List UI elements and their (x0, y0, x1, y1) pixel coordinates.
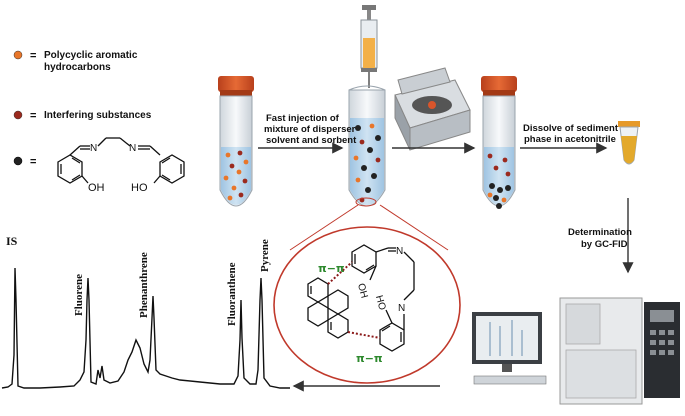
sorbent-oh-left: OH (88, 182, 105, 194)
tube-1 (218, 76, 254, 207)
pah-dot (13, 50, 23, 60)
injection-text-1: Fast injection of (266, 113, 340, 124)
legend-eq-1: = (30, 50, 36, 62)
keyboard (473, 375, 547, 385)
interaction-n1: N (396, 246, 403, 257)
tube-1-particles (223, 150, 249, 201)
determination-text-1: Determination (568, 227, 632, 238)
tube-3-particles (487, 153, 511, 209)
interaction-oh: OH (355, 282, 370, 299)
sorbent-dot (13, 156, 23, 166)
peak-label-fluoranthene: Fluoranthene (226, 262, 238, 326)
dissolve-text-1: Dissolve of sediment (523, 123, 619, 134)
sorbent-rings (351, 244, 415, 352)
syringe (360, 5, 378, 88)
interfering-dot (13, 110, 23, 120)
tube-3 (481, 76, 517, 209)
legend-eq-2: = (30, 110, 36, 122)
pi-pi-label-top: π−π (318, 262, 345, 275)
injection-text-3: solvent and sorbent (266, 135, 357, 146)
peak-label-pyrene: Pyrene (259, 239, 271, 272)
chromatogram-trace (1, 267, 290, 389)
dissolve-text-2: phase in acetonitrile (524, 134, 616, 145)
sorbent-structure (57, 137, 185, 184)
peak-label-phenanthrene: Phenanthrene (138, 252, 150, 318)
sorbent-oh-right: HO (131, 182, 148, 194)
legend: = Polycyclic aromatic hydrocarbons = Int… (13, 50, 185, 194)
legend-interfering-label: Interfering substances (44, 110, 152, 121)
tube-2-particles (353, 123, 381, 203)
pi-stacking-lines (327, 261, 381, 339)
legend-eq-3: = (30, 156, 36, 168)
peak-label-fluorene: Fluorene (73, 274, 85, 316)
is-label: IS (6, 234, 18, 248)
interaction-zoom: N N OH HO π−π π−π (273, 197, 461, 384)
chromatogram: IS Fluorene Phenanthrene Fluoranthene Py… (1, 234, 290, 389)
acetonitrile-vial (618, 121, 640, 165)
interaction-n2: N (398, 303, 405, 314)
pi-pi-label-bottom: π−π (356, 352, 383, 365)
tube-2 (348, 85, 386, 207)
injection-text-2: mixture of disperser (264, 124, 356, 135)
gc-fid-instrument (472, 297, 680, 405)
sorbent-n-left: N (90, 143, 97, 154)
process-arrows (258, 142, 634, 392)
legend-pah-label-2: hydrocarbons (44, 62, 111, 73)
legend-pah-label-1: Polycyclic aromatic (44, 50, 138, 61)
centrifuge (394, 67, 471, 151)
determination-text-2: by GC-FID (581, 239, 628, 250)
interaction-ho: HO (373, 294, 388, 312)
sorbent-n-right: N (129, 143, 136, 154)
